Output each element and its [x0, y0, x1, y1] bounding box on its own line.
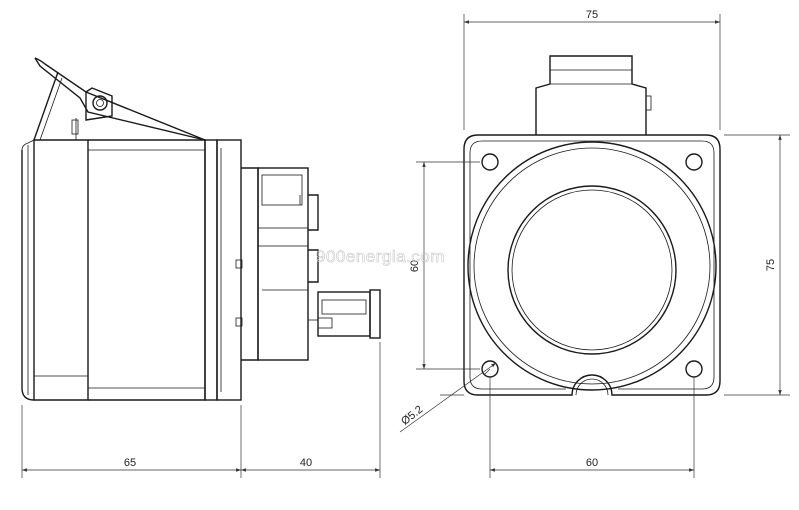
- watermark-text: 900energia.com: [316, 247, 445, 266]
- mounting-hole-icon: [685, 153, 703, 171]
- front-view-dimensions: 75 75 60 60 Ø5.2: [399, 9, 790, 478]
- dim-side-depth-front: 65: [124, 457, 136, 469]
- hinge-pin-icon: [92, 95, 108, 111]
- dim-hole-spacing-vertical: 60: [409, 260, 421, 272]
- front-view: [463, 55, 721, 396]
- dim-side-depth-rear: 40: [300, 457, 312, 469]
- socket-outer-ring-icon: [467, 141, 717, 391]
- dim-hole-spacing-horizontal: 60: [586, 457, 598, 469]
- side-view-dimensions: 65 40: [21, 342, 381, 478]
- side-view: [21, 57, 381, 401]
- mounting-hole-icon: [481, 153, 499, 171]
- mounting-hole-icon: [685, 360, 703, 378]
- dim-top-width: 75: [586, 9, 598, 21]
- dim-right-height: 75: [765, 259, 777, 271]
- dim-hole-diameter: Ø5.2: [399, 404, 425, 428]
- mounting-hole-icon: [481, 360, 499, 378]
- socket-inner-ring-icon: [507, 185, 677, 355]
